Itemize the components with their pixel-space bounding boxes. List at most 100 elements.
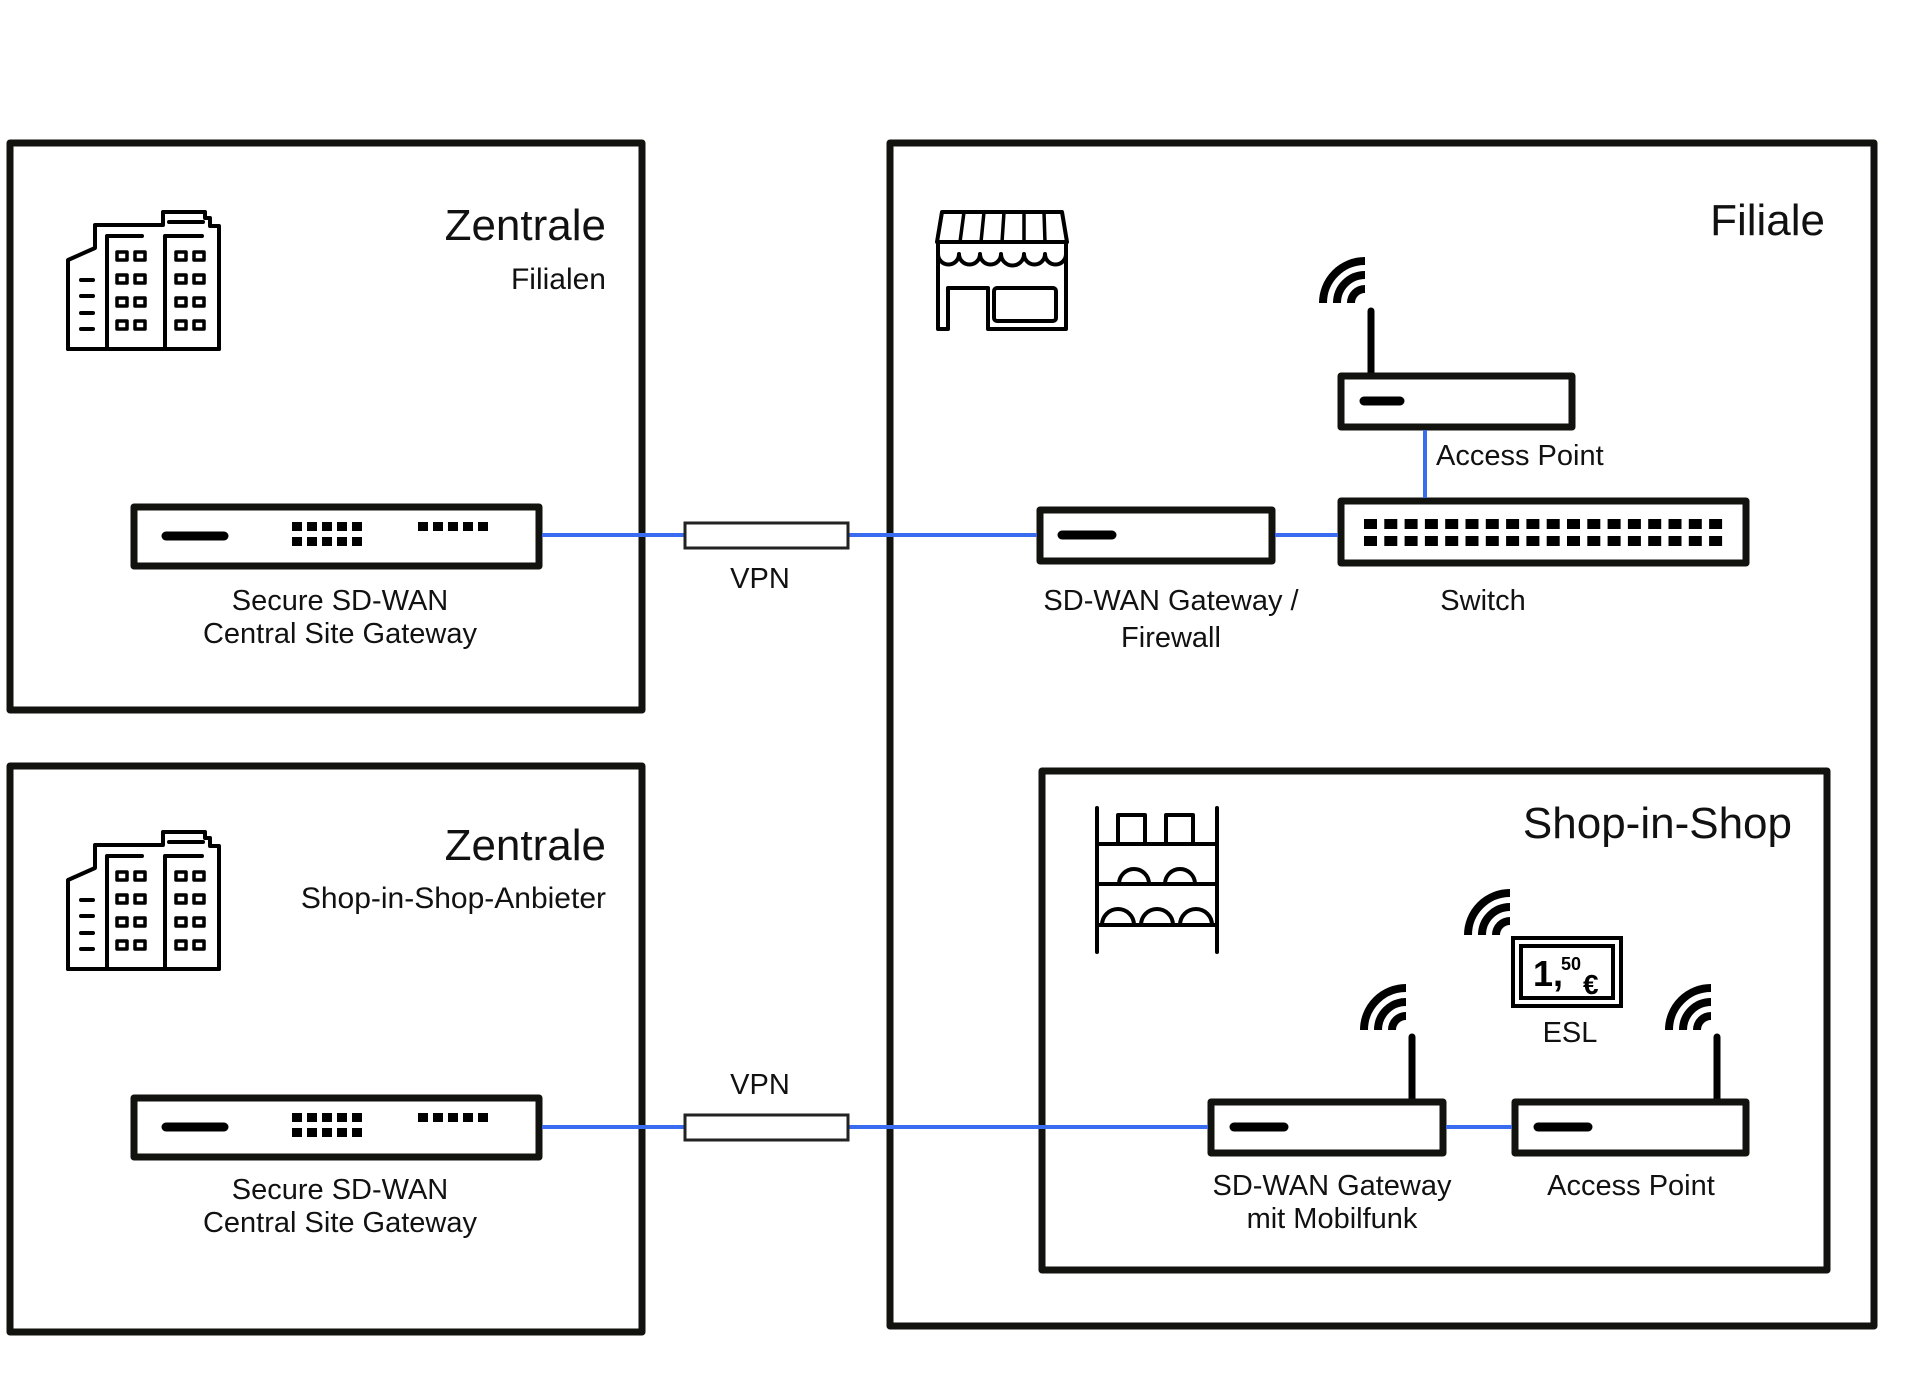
filiale-switch-label: Switch — [1440, 585, 1525, 617]
vpn-tunnel-2[interactable] — [683, 1113, 850, 1142]
filiale-access-point[interactable] — [1323, 261, 1576, 431]
port-icon — [1546, 519, 1560, 529]
switch-port-grid — [1364, 519, 1723, 546]
esl-currency: € — [1583, 969, 1599, 1000]
filiale-gateway-label-line2: Firewall — [1121, 622, 1221, 654]
port-icon — [1364, 536, 1377, 546]
port-icon — [352, 1113, 362, 1122]
vpn-label-2: VPN — [730, 1069, 790, 1101]
port-icon — [1445, 536, 1459, 546]
filiale-sd-wan-gateway[interactable] — [1036, 506, 1276, 565]
port-icon — [433, 522, 443, 531]
port-icon — [322, 522, 332, 531]
port-icon — [1648, 519, 1662, 529]
port-icon — [1587, 519, 1601, 529]
central-site-gateway-label-line2: Central Site Gateway — [203, 1207, 478, 1239]
sd-wan-gateway-device-icon — [1036, 506, 1276, 565]
port-icon — [1688, 519, 1702, 529]
port-icon — [1546, 536, 1560, 546]
central-site-gateway-label-line1: Secure SD-WAN — [232, 1174, 448, 1206]
port-icon — [1607, 536, 1621, 546]
port-icon — [448, 522, 458, 531]
port-icon — [418, 1113, 428, 1122]
port-icon — [1465, 536, 1479, 546]
esl-price-cents: 50 — [1561, 954, 1581, 974]
central-site-gateway-label-line1: Secure SD-WAN — [232, 585, 448, 617]
port-icon — [418, 522, 428, 531]
port-icon — [307, 1113, 317, 1122]
sis-gateway-label-line2: mit Mobilfunk — [1247, 1203, 1418, 1235]
sis-access-point[interactable] — [1511, 988, 1750, 1157]
port-icon — [1364, 519, 1377, 529]
switch-device-icon — [1337, 497, 1750, 567]
shop-in-shop-box: Shop-in-Shop 1, 50 € ESL — [1038, 767, 1831, 1274]
port-icon — [352, 522, 362, 531]
esl-price-main: 1, — [1533, 953, 1563, 994]
zentrale-sis-box: Zentrale Shop-in-Shop-Anbieter Secure SD… — [6, 762, 646, 1336]
port-icon — [307, 1128, 317, 1137]
port-icon — [478, 522, 488, 531]
port-icon — [337, 537, 347, 546]
port-icon — [1526, 536, 1540, 546]
port-icon — [1709, 519, 1723, 529]
filiale-switch[interactable] — [1337, 497, 1750, 567]
shop-in-shop-title: Shop-in-Shop — [1523, 799, 1792, 848]
port-icon — [1404, 519, 1418, 529]
esl-price-tag[interactable]: 1, 50 € — [1468, 893, 1623, 1008]
filiale-access-point-label: Access Point — [1436, 440, 1604, 472]
port-icon — [1648, 536, 1662, 546]
port-icon — [1506, 536, 1520, 546]
zentrale-filialen-subtitle: Filialen — [511, 263, 606, 296]
sis-gateway-label-line1: SD-WAN Gateway — [1212, 1170, 1452, 1202]
zentrale-filialen-title: Zentrale — [445, 201, 606, 250]
filiale-gateway-label-line1: SD-WAN Gateway / — [1043, 585, 1299, 617]
port-icon — [1465, 519, 1479, 529]
port-icon — [322, 1113, 332, 1122]
port-icon — [352, 537, 362, 546]
port-icon — [1567, 519, 1580, 529]
port-icon — [1668, 536, 1682, 546]
port-icon — [307, 537, 317, 546]
port-icon — [463, 1113, 473, 1122]
port-icon — [1384, 536, 1398, 546]
port-icon — [478, 1113, 488, 1122]
sis-access-point-label: Access Point — [1547, 1170, 1715, 1202]
port-icon — [1709, 536, 1723, 546]
central-site-gateway-sis[interactable] — [130, 1094, 543, 1161]
port-icon — [1526, 519, 1540, 529]
zentrale-filialen-box: Zentrale Filialen Secure SD-WAN Central … — [6, 139, 646, 714]
storefront-icon — [935, 210, 1069, 331]
vpn-tunnel-1[interactable] — [683, 521, 850, 550]
port-icon — [1445, 519, 1459, 529]
port-icon — [337, 522, 347, 531]
port-icon — [1424, 536, 1438, 546]
port-icon — [322, 1128, 332, 1137]
port-icon — [1607, 519, 1621, 529]
central-site-gateway-filialen[interactable] — [130, 503, 543, 570]
port-icon — [337, 1128, 347, 1137]
zentrale-sis-title: Zentrale — [445, 821, 606, 870]
port-icon — [463, 522, 473, 531]
connections: VPN VPN — [542, 430, 1512, 1142]
port-icon — [1506, 519, 1520, 529]
esl-screen — [1519, 944, 1615, 1000]
port-icon — [1384, 519, 1398, 529]
central-site-gateway-label-line2: Central Site Gateway — [203, 618, 478, 650]
zentrale-sis-frame — [6, 762, 646, 1336]
zentrale-sis-subtitle: Shop-in-Shop-Anbieter — [301, 882, 606, 915]
port-icon — [1668, 519, 1682, 529]
port-icon — [448, 1113, 458, 1122]
port-icon — [1627, 519, 1641, 529]
esl-label: ESL — [1543, 1017, 1598, 1049]
port-icon — [1404, 536, 1418, 546]
vpn-label-1: VPN — [730, 563, 790, 595]
port-icon — [337, 1113, 347, 1122]
port-icon — [292, 1113, 302, 1122]
port-icon — [1424, 519, 1438, 529]
port-icon — [1688, 536, 1702, 546]
port-icon — [1627, 536, 1641, 546]
port-grid — [292, 522, 488, 546]
port-icon — [292, 522, 302, 531]
port-icon — [1587, 536, 1601, 546]
sis-sd-wan-gateway-mobile[interactable] — [1207, 988, 1447, 1157]
